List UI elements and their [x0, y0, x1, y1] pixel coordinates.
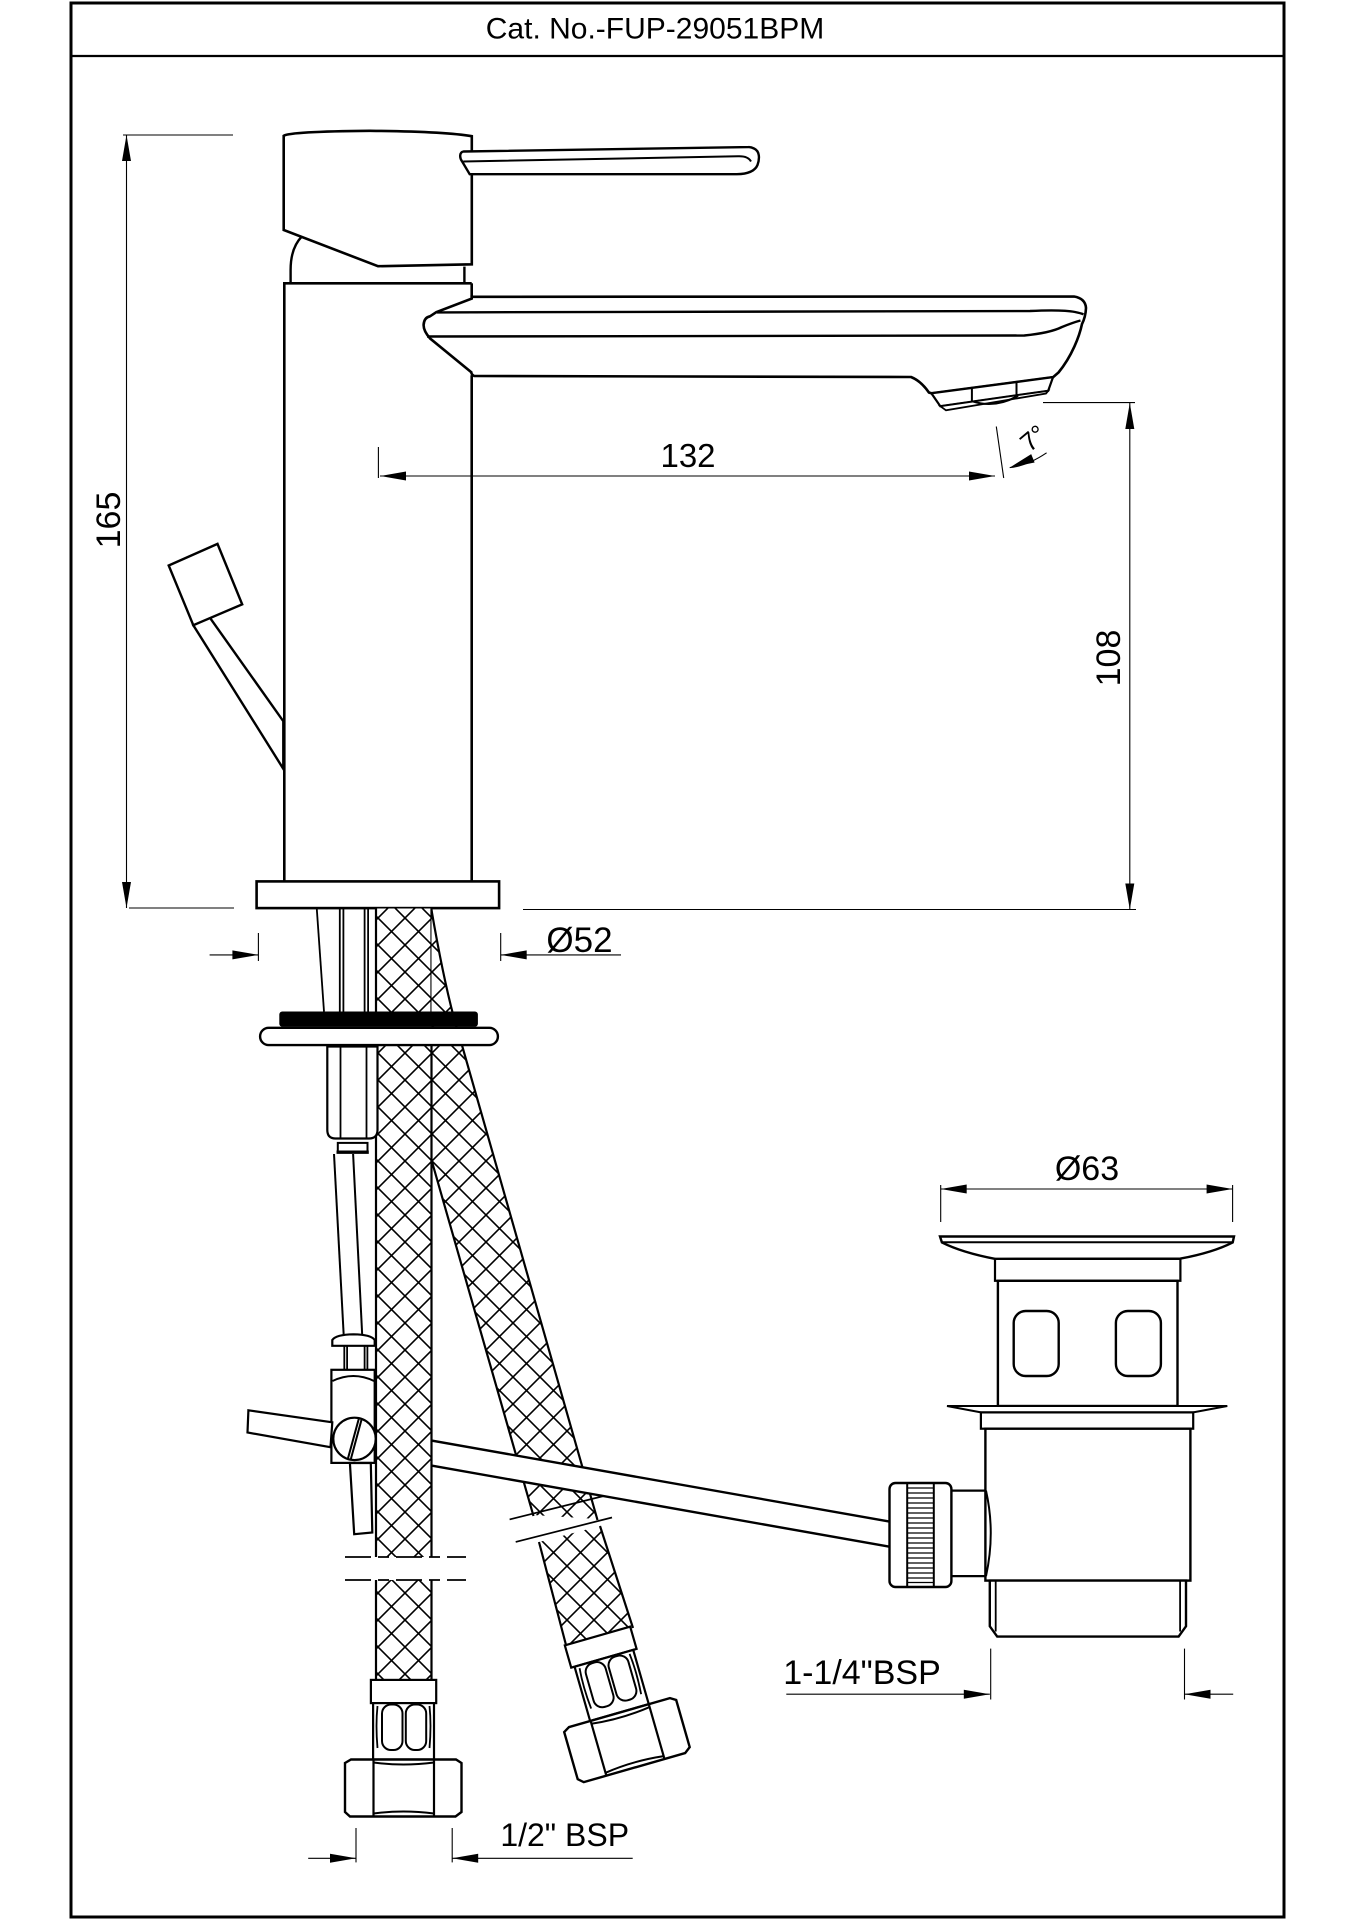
svg-text:132: 132: [660, 437, 715, 474]
svg-text:1/2" BSP: 1/2" BSP: [500, 1817, 629, 1853]
svg-text:108: 108: [1090, 630, 1128, 687]
svg-text:165: 165: [90, 492, 128, 549]
svg-text:Ø63: Ø63: [1055, 1150, 1119, 1188]
svg-text:Ø52: Ø52: [546, 921, 612, 960]
svg-text:Cat. No.-FUP-29051BPM: Cat. No.-FUP-29051BPM: [486, 13, 824, 46]
svg-text:1-1/4"BSP: 1-1/4"BSP: [783, 1654, 941, 1692]
